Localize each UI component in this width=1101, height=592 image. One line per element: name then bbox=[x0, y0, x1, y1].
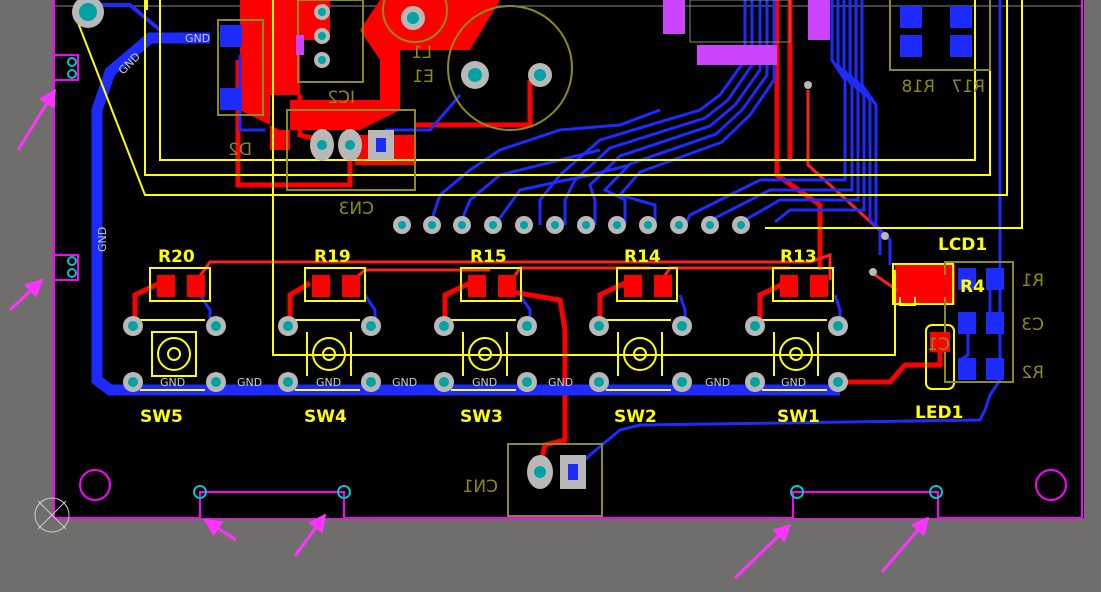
via bbox=[67, 268, 77, 278]
label-r18: R18 bbox=[902, 77, 935, 97]
board-outline bbox=[53, 0, 1083, 519]
silkscreen bbox=[74, 0, 1023, 390]
switch-footprint bbox=[745, 316, 848, 392]
label-c1: C1 bbox=[927, 335, 950, 355]
label-e1: E1 bbox=[412, 67, 434, 87]
arrow-icon bbox=[8, 278, 44, 312]
switches bbox=[123, 316, 848, 392]
label-c3: C3 bbox=[1021, 315, 1044, 335]
notch-hole bbox=[929, 485, 943, 499]
net-label-gnd: GND bbox=[185, 32, 210, 45]
top-components bbox=[72, 0, 972, 276]
arrow-icon bbox=[16, 88, 57, 151]
arrow-icon bbox=[293, 513, 327, 557]
switch-footprint bbox=[278, 316, 381, 392]
label-l1: L1 bbox=[412, 43, 432, 63]
cn1-pads bbox=[527, 455, 586, 489]
label-sw3: SW3 bbox=[460, 407, 503, 427]
label-r20: R20 bbox=[158, 247, 195, 267]
lcd-header-pads bbox=[393, 216, 750, 234]
label-r19: R19 bbox=[314, 247, 351, 267]
label-r17: R17 bbox=[952, 77, 985, 97]
switch-footprint bbox=[589, 316, 692, 392]
net-label-gnd: GND bbox=[781, 376, 806, 389]
via bbox=[67, 57, 77, 67]
switch-footprint bbox=[434, 316, 537, 392]
label-sw2: SW2 bbox=[614, 407, 657, 427]
net-label-gnd: GND bbox=[472, 376, 497, 389]
edge-cut-lower bbox=[54, 254, 79, 281]
notch-hole bbox=[193, 485, 207, 499]
origin-marker-icon bbox=[34, 497, 70, 533]
label-sw1: SW1 bbox=[777, 407, 820, 427]
via bbox=[67, 256, 77, 266]
arrow-icon bbox=[203, 518, 237, 542]
via bbox=[67, 69, 77, 79]
label-r14: R14 bbox=[624, 247, 661, 267]
label-sw4: SW4 bbox=[304, 407, 347, 427]
notch-hole bbox=[790, 485, 804, 499]
label-r13: R13 bbox=[780, 247, 817, 267]
net-label-gnd: GND bbox=[316, 376, 341, 389]
label-r1: R1 bbox=[1021, 271, 1044, 291]
switch-footprint bbox=[123, 316, 226, 392]
label-cn1: CN1 bbox=[463, 477, 498, 497]
designator-labels: R20 R19 R15 R14 R13 SW5 SW4 SW3 SW2 SW1 … bbox=[140, 235, 987, 427]
bottom-smd-pads bbox=[958, 268, 1004, 380]
mirrored-designators: R1 C3 R2 C1 CN1 CN3 IC2 D2 E1 L1 R17 R18 bbox=[228, 43, 1044, 497]
label-sw5: SW5 bbox=[140, 407, 183, 427]
net-label-gnd: GND bbox=[548, 376, 573, 389]
label-r2: R2 bbox=[1021, 363, 1044, 383]
label-lcd1: LCD1 bbox=[938, 235, 987, 255]
mounting-hole bbox=[1035, 469, 1067, 501]
label-led1: LED1 bbox=[915, 403, 963, 423]
net-label-gnd: GND bbox=[237, 376, 262, 389]
net-label-gnd: GND bbox=[160, 376, 185, 389]
arrow-icon bbox=[880, 516, 930, 573]
label-r15: R15 bbox=[470, 247, 507, 267]
notch-hole bbox=[337, 485, 351, 499]
smd-pads bbox=[157, 275, 950, 352]
mounting-hole bbox=[79, 469, 111, 501]
ic-body bbox=[689, 0, 791, 43]
net-label-gnd: GND bbox=[705, 376, 730, 389]
ic-pins bbox=[663, 0, 830, 65]
annotation-arrows bbox=[8, 88, 930, 580]
notch-right bbox=[792, 491, 939, 518]
net-label-gnd: GND bbox=[392, 376, 417, 389]
edge-cut-upper bbox=[54, 54, 79, 81]
label-ic2: IC2 bbox=[327, 88, 355, 108]
arrow-icon bbox=[733, 523, 792, 580]
label-cn3: CN3 bbox=[339, 199, 374, 219]
net-label-gnd: GND bbox=[96, 227, 109, 252]
notch-left bbox=[199, 491, 345, 518]
label-r4: R4 bbox=[960, 277, 985, 297]
label-d2: D2 bbox=[228, 140, 252, 160]
